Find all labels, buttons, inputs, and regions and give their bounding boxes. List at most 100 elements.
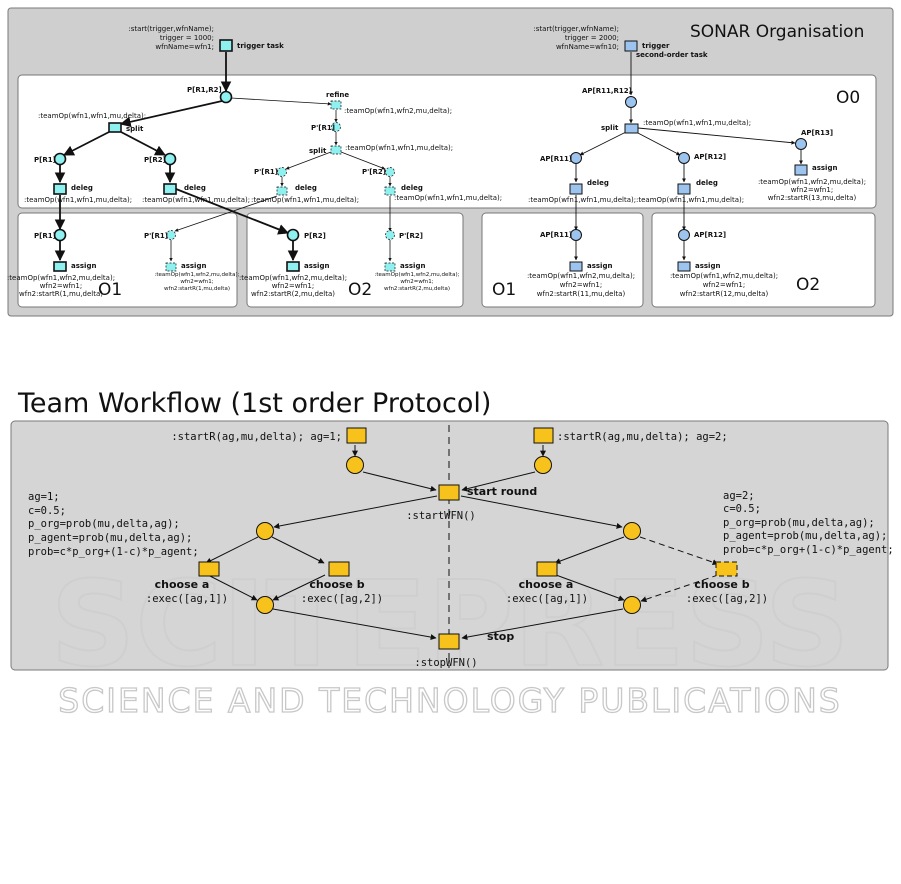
teamop-r12: :teamOp(wfn1,wfn1,mu,delta); [636, 196, 744, 204]
assign-r13-transition[interactable] [794, 164, 808, 176]
assign-r12-transition[interactable] [677, 261, 691, 272]
place-right-end[interactable] [623, 596, 641, 614]
label-assign-r13: assign [812, 164, 837, 172]
teamop-deleg-1: :teamOp(wfn1,wfn1,mu,delta); [24, 196, 132, 204]
label-ap-r11: AP[R11] [540, 155, 572, 163]
stop-transition[interactable] [438, 633, 460, 650]
left-choose-a-transition[interactable] [198, 561, 220, 577]
o1-label-pp-r1: P'[R1] [144, 232, 168, 240]
o2-assign-transition-b[interactable] [384, 262, 396, 272]
left-exec-1: :exec([ag,1]) [146, 593, 228, 605]
start-wfn-annotation: :startWFN() [406, 510, 476, 522]
o1-left-label: O1 [98, 280, 122, 300]
deleg-transition-2[interactable] [163, 183, 177, 195]
o2-place-p-r2[interactable] [286, 228, 300, 242]
place-ap-r11r12[interactable] [625, 96, 637, 108]
trigger-task-transition[interactable] [219, 39, 233, 52]
place-ap-r13[interactable] [795, 138, 807, 150]
split2-transition[interactable] [330, 145, 342, 155]
right-choose-a-transition[interactable] [536, 561, 558, 577]
place-p-r1[interactable] [53, 152, 67, 166]
left-exec-2: :exec([ag,2]) [301, 593, 383, 605]
start-round-transition[interactable] [438, 484, 460, 501]
label-p-r1r2: P[R1,R2] [187, 86, 222, 94]
o2-left-box [246, 212, 464, 308]
o2-label-ap-r12: AP[R12] [694, 231, 726, 239]
sonar-organisation-panel: SONAR Organisation O0 O1 O2 O1 O2 [7, 7, 894, 317]
place-left-choice[interactable] [256, 522, 274, 540]
o1-label-assign-b: assign [181, 262, 206, 270]
start-left-annotation: :startR(ag,mu,delta); ag=1; [171, 431, 342, 443]
o2-assign-b-line1: :teamOp(wfn1,wfn2,mu,delta); [375, 272, 460, 278]
left-choose-b-transition[interactable] [328, 561, 350, 577]
label-deleg-r12: deleg [696, 179, 718, 187]
assign-r13-line2: wfn2=wfn1; [791, 186, 833, 194]
org-title: SONAR Organisation [690, 22, 864, 42]
deleg-right-r11[interactable] [569, 183, 583, 195]
label-pp-r1: P'[R1] [311, 124, 335, 132]
deleg-right-r12[interactable] [677, 183, 691, 195]
o2-right-label: O2 [796, 275, 820, 295]
right-choose-a-label: choose a [519, 578, 574, 591]
deleg-transition-1[interactable] [53, 183, 67, 195]
o1-assign-b-line3: wfn2:startR(1,mu,delta) [164, 286, 230, 292]
place-left-start[interactable] [346, 456, 364, 474]
o1-place-p-r1[interactable] [53, 228, 67, 242]
right-protocol-arcs [573, 52, 804, 261]
split-transition[interactable] [108, 122, 122, 133]
trigger1-line2: trigger = 1000; [160, 34, 214, 42]
o2-label-pp-r2: P'[R2] [399, 232, 423, 240]
right-param-5: prob=c*p_org+(1-c)*p_agent; [723, 544, 894, 556]
o2-place-pp-r2[interactable] [385, 230, 395, 240]
right-param-4: p_agent=prob(mu,delta,ag); [723, 530, 887, 542]
teamop-deleg-4: :teamOp(wfn1,wfn1,mu,delta); [394, 194, 502, 202]
assign-r12-line2: wfn2=wfn1; [703, 281, 745, 289]
o1-assign-transition-a[interactable] [53, 261, 67, 272]
left-param-5: prob=c*p_org+(1-c)*p_agent; [28, 546, 199, 558]
assign-r12-line3: wfn2:startR(12,mu,delta) [680, 290, 769, 298]
place-pp-r1[interactable] [331, 122, 341, 132]
right-choose-b-transition[interactable] [715, 561, 738, 577]
o2-label-assign-a: assign [304, 262, 329, 270]
place-p-r1r2[interactable] [219, 90, 233, 104]
right-param-2: c=0.5; [723, 503, 761, 515]
label-refine: refine [326, 91, 349, 99]
trigger2-line2: trigger = 2000; [565, 34, 619, 42]
o1-place-ap-r11[interactable] [570, 229, 582, 241]
o1-label-assign-a: assign [71, 262, 96, 270]
stop-wfn-annotation: :stopWFN() [414, 657, 477, 669]
place-ap-r11[interactable] [570, 152, 582, 164]
label-deleg-1: deleg [71, 184, 93, 192]
label-deleg-4: deleg [401, 184, 423, 192]
o2-assign-b-line2: wfn2=wfn1; [400, 279, 433, 285]
assign-r11-line2: wfn2=wfn1; [560, 281, 602, 289]
o1-assign-transition-b[interactable] [165, 262, 177, 272]
place-pp-r1b[interactable] [277, 167, 287, 177]
start-left-transition[interactable] [346, 427, 367, 444]
o2-assign-transition-a[interactable] [286, 261, 300, 272]
trigger1-line3: wfnName=wfn1; [155, 43, 214, 51]
refine-transition[interactable] [330, 100, 342, 110]
trigger2-label-1: trigger [642, 42, 670, 50]
o1-right-box [481, 212, 644, 308]
assign-r11-transition[interactable] [569, 261, 583, 272]
label-split: split [126, 125, 144, 133]
place-left-end[interactable] [256, 596, 274, 614]
o0-box [17, 74, 877, 209]
second-order-trigger-transition[interactable] [624, 40, 638, 52]
o2-place-ap-r12[interactable] [678, 229, 690, 241]
place-right-start[interactable] [534, 456, 552, 474]
o1-place-pp-r1[interactable] [166, 230, 176, 240]
start-right-transition[interactable] [533, 427, 554, 444]
split-right-transition[interactable] [624, 123, 639, 134]
place-right-choice[interactable] [623, 522, 641, 540]
label-p-r1: P[R1] [34, 156, 56, 164]
assign-r12-line1: :teamOp(wfn1,wfn2,mu,delta); [670, 272, 778, 280]
place-pp-r2[interactable] [385, 167, 395, 177]
place-ap-r12[interactable] [678, 152, 690, 164]
assign-r11-line1: :teamOp(wfn1,wfn2,mu,delta); [527, 272, 635, 280]
deleg-transition-4[interactable] [384, 186, 396, 196]
deleg-transition-3[interactable] [276, 186, 288, 196]
teamop-split-right: :teamOp(wfn1,wfn1,mu,delta); [643, 119, 751, 127]
place-p-r2[interactable] [163, 152, 177, 166]
